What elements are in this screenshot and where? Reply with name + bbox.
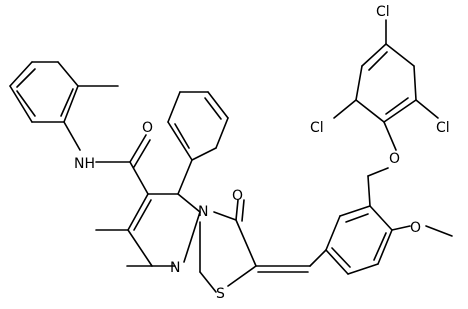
- chlorine-atom-left: Cl: [310, 120, 324, 136]
- amide-nh-atom: NH: [74, 156, 95, 172]
- amide-oxygen-atom: O: [142, 120, 153, 136]
- amide-group: [95, 134, 151, 195]
- sulfur-atom: S: [216, 286, 225, 302]
- methoxy-group: [391, 225, 453, 237]
- phenyl-ring: [167, 91, 229, 195]
- thiazolone-ring: [199, 199, 257, 293]
- methoxyphenyl-ring: [325, 205, 393, 275]
- keto-oxygen-atom: O: [232, 188, 243, 204]
- methoxy-oxygen-atom: O: [410, 220, 421, 236]
- tolyl-to-nh-bond: [63, 121, 81, 151]
- ether-oxygen-atom: O: [389, 151, 400, 167]
- trichlorophenyl-ring: [333, 19, 439, 151]
- pyrimidine-nitrogen-atom: N: [170, 260, 180, 276]
- pyrimidine-ring: [95, 193, 201, 267]
- chlorine-atom-top: Cl: [376, 4, 390, 20]
- benzylidene-bond: [255, 249, 327, 273]
- chlorine-atom-right: Cl: [436, 120, 450, 136]
- benzyl-ether-link: [367, 167, 389, 207]
- ring-nitrogen-atom: N: [198, 204, 208, 220]
- tolyl-ring: [9, 61, 119, 123]
